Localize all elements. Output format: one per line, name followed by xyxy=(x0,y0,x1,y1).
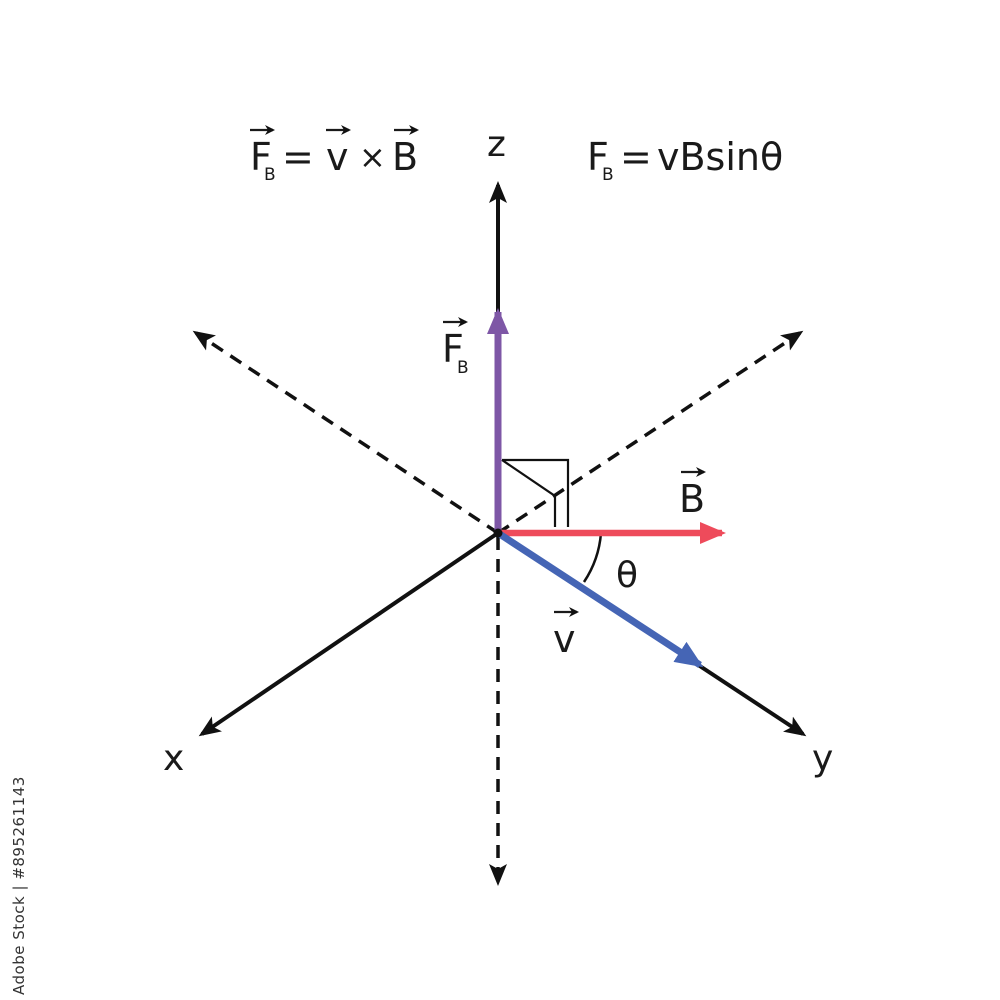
theta-label: θ xyxy=(616,555,638,596)
eq1-term2: B xyxy=(392,135,418,179)
eq2-lhs-subscript: B xyxy=(602,165,614,185)
origin-point xyxy=(493,528,503,538)
svg-text:v: v xyxy=(553,617,576,661)
eq2-rhs: vBsinθ xyxy=(657,135,783,179)
field-vector-label: B xyxy=(679,467,706,521)
velocity-vector xyxy=(496,530,704,668)
x-axis-label: x xyxy=(163,738,184,779)
y-axis-label: y xyxy=(812,738,833,779)
negative-y-axis xyxy=(192,330,499,535)
negative-x-axis xyxy=(497,330,804,535)
eq2-equals: = xyxy=(620,135,652,179)
svg-text:B: B xyxy=(679,477,705,521)
eq1-cross-operator: × xyxy=(359,138,386,176)
force-vector-label: F B xyxy=(442,317,469,378)
svg-text:B: B xyxy=(457,358,469,378)
eq1-lhs-symbol: F xyxy=(250,135,272,179)
cross-product-equation: F B = v × B xyxy=(250,125,419,185)
theta-arc xyxy=(582,532,603,583)
eq1-equals: = xyxy=(282,135,314,179)
stock-image-id: Adobe Stock | #895261143 xyxy=(10,776,28,995)
eq1-term1: v xyxy=(326,135,349,179)
z-axis-label: z xyxy=(487,124,506,165)
magnitude-equation: F B = vBsinθ xyxy=(587,135,783,185)
svg-text:F: F xyxy=(442,327,464,371)
x-axis xyxy=(198,531,500,737)
right-angle-marker xyxy=(501,458,570,527)
eq1-lhs-subscript: B xyxy=(264,165,276,185)
eq2-lhs-symbol: F xyxy=(587,135,609,179)
velocity-vector-label: v xyxy=(553,607,579,661)
